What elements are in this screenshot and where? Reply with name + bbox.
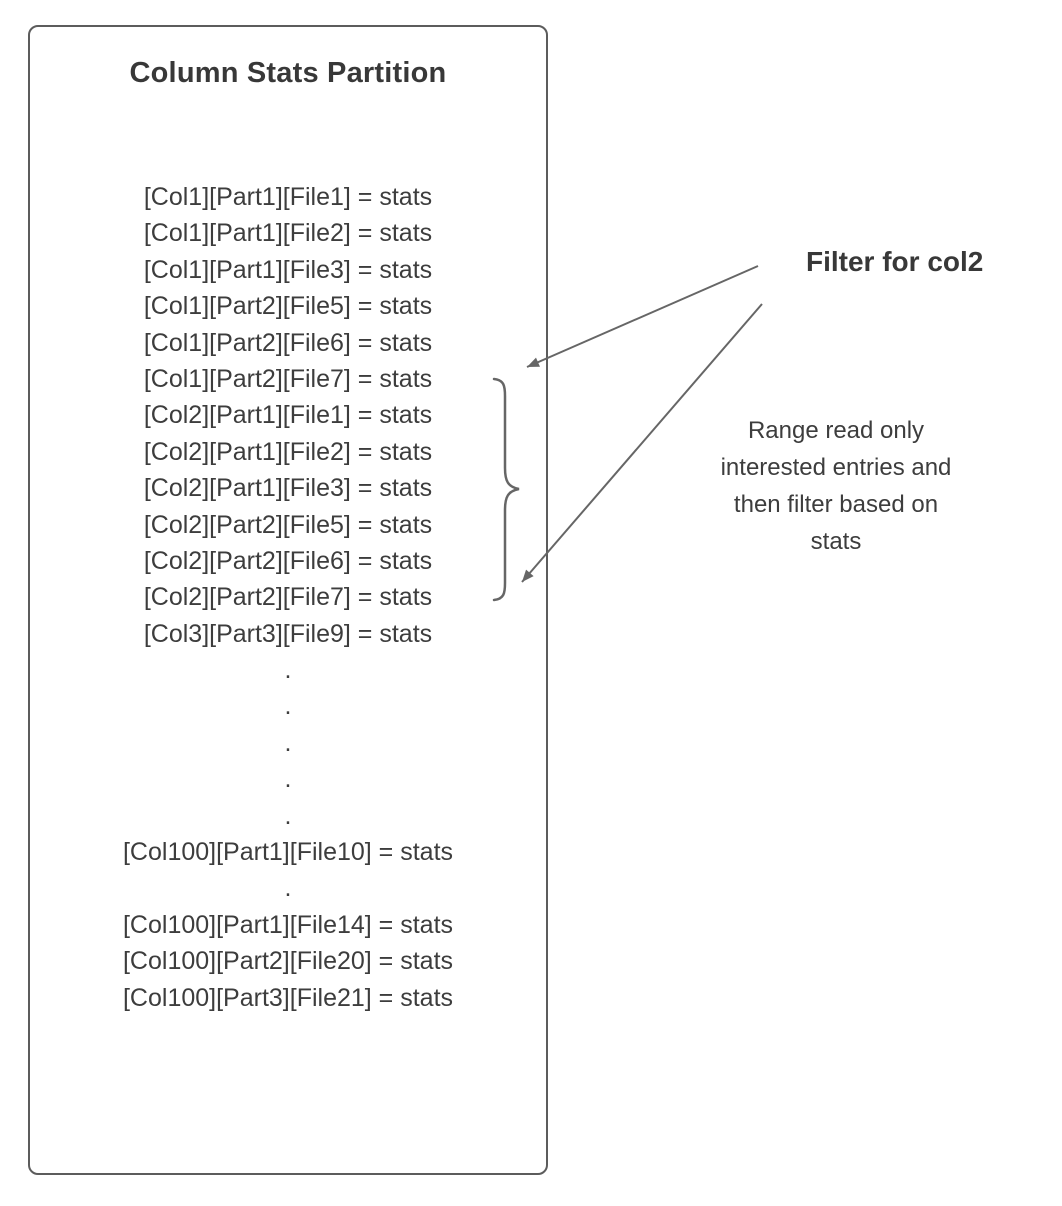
ellipsis-dot: . bbox=[284, 874, 292, 903]
stats-entry: [Col1][Part1][File2] = stats bbox=[143, 219, 433, 248]
ellipsis-dot: . bbox=[284, 692, 292, 721]
range-read-note: Range read only interested entries and t… bbox=[720, 417, 952, 555]
stats-entry: [Col1][Part1][File1] = stats bbox=[143, 183, 433, 211]
stats-entry: [Col1][Part2][File7] = stats bbox=[143, 364, 433, 393]
stats-entry: [Col2][Part2][File6] = stats bbox=[143, 546, 433, 575]
filter-label: Filter for col2 bbox=[806, 246, 984, 277]
stats-entry: [Col1][Part2][File6] = stats bbox=[143, 328, 433, 357]
stats-entry: [Col1][Part2][File5] = stats bbox=[143, 292, 433, 321]
stats-entry: [Col3][Part3][File9] = stats bbox=[143, 619, 433, 648]
stats-entry: [Col2][Part1][File2] = stats bbox=[143, 437, 433, 466]
filter-arrow-top-icon bbox=[526, 265, 759, 368]
stats-entry: [Col100][Part3][File21] = stats bbox=[122, 983, 454, 1012]
stats-entry: [Col100][Part2][File20] = stats bbox=[122, 947, 454, 976]
ellipsis-dot: . bbox=[284, 765, 292, 794]
stats-entry: [Col2][Part1][File1] = stats bbox=[143, 401, 433, 430]
ellipsis-dot: . bbox=[284, 801, 292, 830]
box-title: Column Stats Partition bbox=[129, 57, 447, 89]
stats-entry: [Col2][Part2][File5] = stats bbox=[143, 510, 433, 539]
ellipsis-dot: . bbox=[284, 656, 292, 685]
ellipsis-dot: . bbox=[284, 728, 292, 757]
stats-entry: [Col100][Part1][File14] = stats bbox=[122, 910, 454, 939]
column-stats-partition-box: Column Stats Partition [Col1][Part1][Fil… bbox=[28, 25, 548, 1175]
stats-entry: [Col1][Part1][File3] = stats bbox=[143, 255, 433, 284]
stats-entry: [Col2][Part1][File3] = stats bbox=[143, 474, 433, 503]
stats-entry: [Col2][Part2][File7] = stats bbox=[143, 583, 433, 612]
stats-entries-list: [Col1][Part1][File1] = stats [Col1][Part… bbox=[30, 179, 546, 1016]
stats-entry: [Col100][Part1][File10] = stats bbox=[122, 838, 454, 867]
